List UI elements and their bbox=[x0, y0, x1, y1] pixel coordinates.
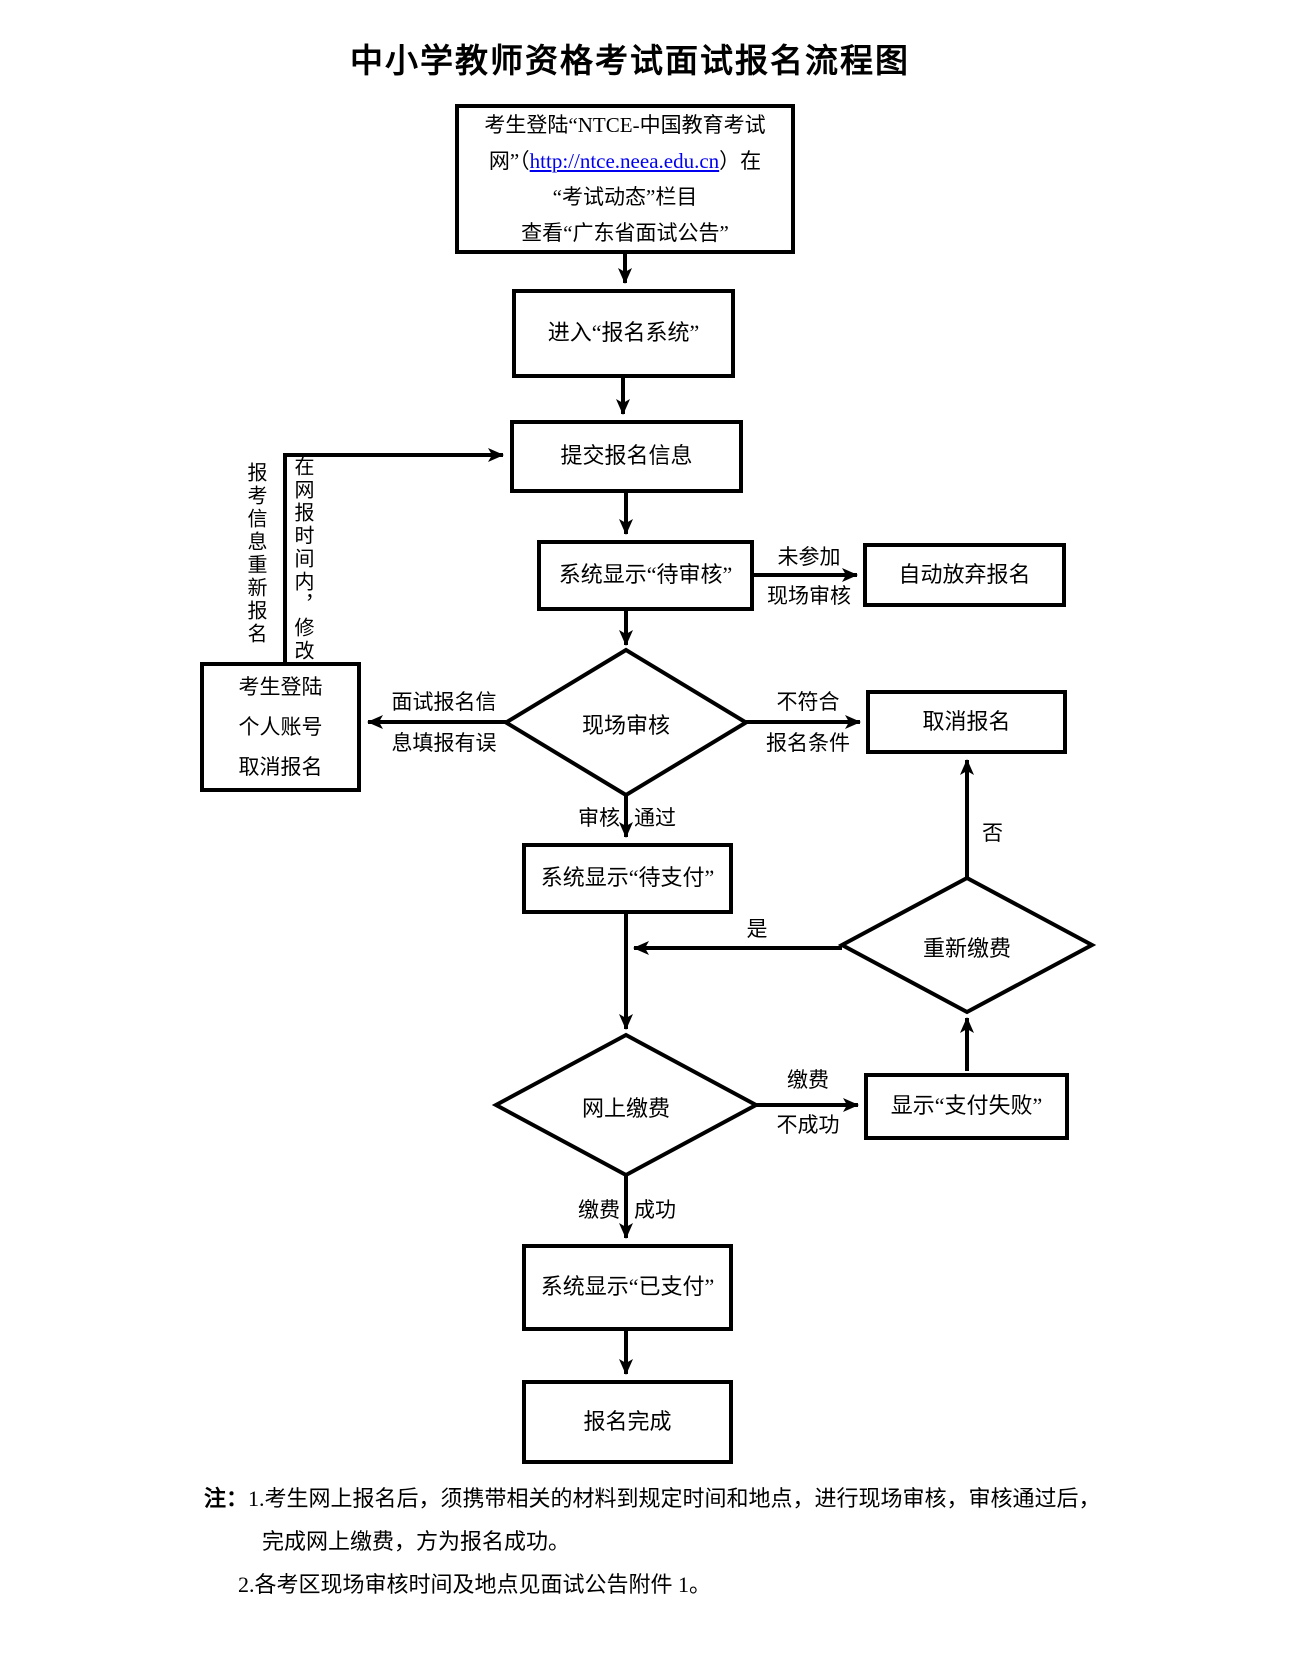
edge-label-not-attended-1: 未参加 bbox=[777, 545, 841, 569]
label-online-payment: 网上缴费 bbox=[581, 1096, 670, 1121]
edge-label-pay-fail-1: 缴费 bbox=[787, 1068, 829, 1092]
node-payment-failed: 显示“支付失败” bbox=[864, 1073, 1069, 1140]
edge-label-pay-fail-2: 不成功 bbox=[776, 1113, 840, 1137]
note-line-2: 完成网上缴费，方为报名成功。 bbox=[262, 1529, 571, 1554]
edge-label-not-attended-2: 现场审核 bbox=[767, 584, 851, 608]
edge-label-pass: 通过 bbox=[634, 806, 676, 830]
diamond-online-payment bbox=[491, 1032, 761, 1178]
edge-label-not-qualified-2: 报名条件 bbox=[766, 731, 850, 755]
edge-label-review: 审核 bbox=[578, 806, 620, 830]
diamond-repay bbox=[837, 875, 1097, 1015]
notice-line-2-pre: 网”（ bbox=[488, 149, 530, 173]
page-title: 中小学教师资格考试面试报名流程图 bbox=[350, 44, 910, 80]
node-pending-review: 系统显示“待审核” bbox=[537, 540, 754, 611]
node-cancel-account: 考生登陆 个人账号 取消报名 bbox=[200, 662, 361, 792]
edge-label-loop-left-column: 报考信息重新报名 bbox=[244, 462, 266, 646]
node-cancel-registration: 取消报名 bbox=[866, 690, 1067, 754]
edge-label-pay: 缴费 bbox=[578, 1198, 620, 1222]
notice-line-2-post: ）在 bbox=[719, 149, 762, 173]
node-paid: 系统显示“已支付” bbox=[522, 1244, 733, 1331]
edge-label-not-qualified-1: 不符合 bbox=[776, 690, 840, 714]
edge-label-no: 否 bbox=[982, 821, 1003, 845]
edge-label-info-error-2: 息填报有误 bbox=[391, 731, 497, 755]
edge-label-success: 成功 bbox=[634, 1198, 676, 1222]
label-repay: 重新缴费 bbox=[922, 936, 1011, 961]
node-notice: 考生登陆“NTCE-中国教育考试 网”（http://ntce.neea.edu… bbox=[455, 104, 795, 254]
note-text-1: 1.考生网上报名后，须携带相关的材料到规定时间和地点，进行现场审核，审核通过后， bbox=[248, 1486, 1101, 1511]
arrow-loop-resubmit bbox=[283, 448, 504, 662]
note-line-1: 注：1.考生网上报名后，须携带相关的材料到规定时间和地点，进行现场审核，审核通过… bbox=[204, 1484, 1101, 1515]
edge-label-loop-right-column: 在网报时间内，修改 bbox=[291, 456, 313, 663]
note-line-3: 2.各考区现场审核时间及地点见面试公告附件 1。 bbox=[238, 1572, 712, 1597]
notice-line-1: 考生登陆“NTCE-中国教育考试 bbox=[484, 113, 766, 137]
label-onsite-review: 现场审核 bbox=[581, 713, 670, 738]
node-wait-payment: 系统显示“待支付” bbox=[522, 843, 733, 914]
diamond-onsite-review bbox=[502, 647, 750, 798]
node-auto-abandon: 自动放弃报名 bbox=[863, 543, 1066, 607]
notice-line-4: 查看“广东省面试公告” bbox=[521, 221, 729, 245]
edge-label-yes: 是 bbox=[746, 917, 768, 941]
edge-label-info-error-1: 面试报名信 bbox=[391, 690, 497, 714]
node-enter-system: 进入“报名系统” bbox=[512, 289, 735, 378]
cancel-account-line-3: 取消报名 bbox=[238, 755, 323, 779]
node-submit-info: 提交报名信息 bbox=[510, 420, 743, 493]
cancel-account-line-2: 个人账号 bbox=[238, 715, 323, 739]
notice-line-3: “考试动态”栏目 bbox=[552, 185, 698, 209]
node-complete: 报名完成 bbox=[522, 1380, 733, 1464]
ntce-link[interactable]: http://ntce.neea.edu.cn bbox=[529, 149, 720, 173]
note-prefix: 注： bbox=[204, 1486, 249, 1511]
cancel-account-line-1: 考生登陆 bbox=[238, 675, 323, 699]
notice-line-2: 网”（http://ntce.neea.edu.cn）在 bbox=[489, 143, 761, 179]
